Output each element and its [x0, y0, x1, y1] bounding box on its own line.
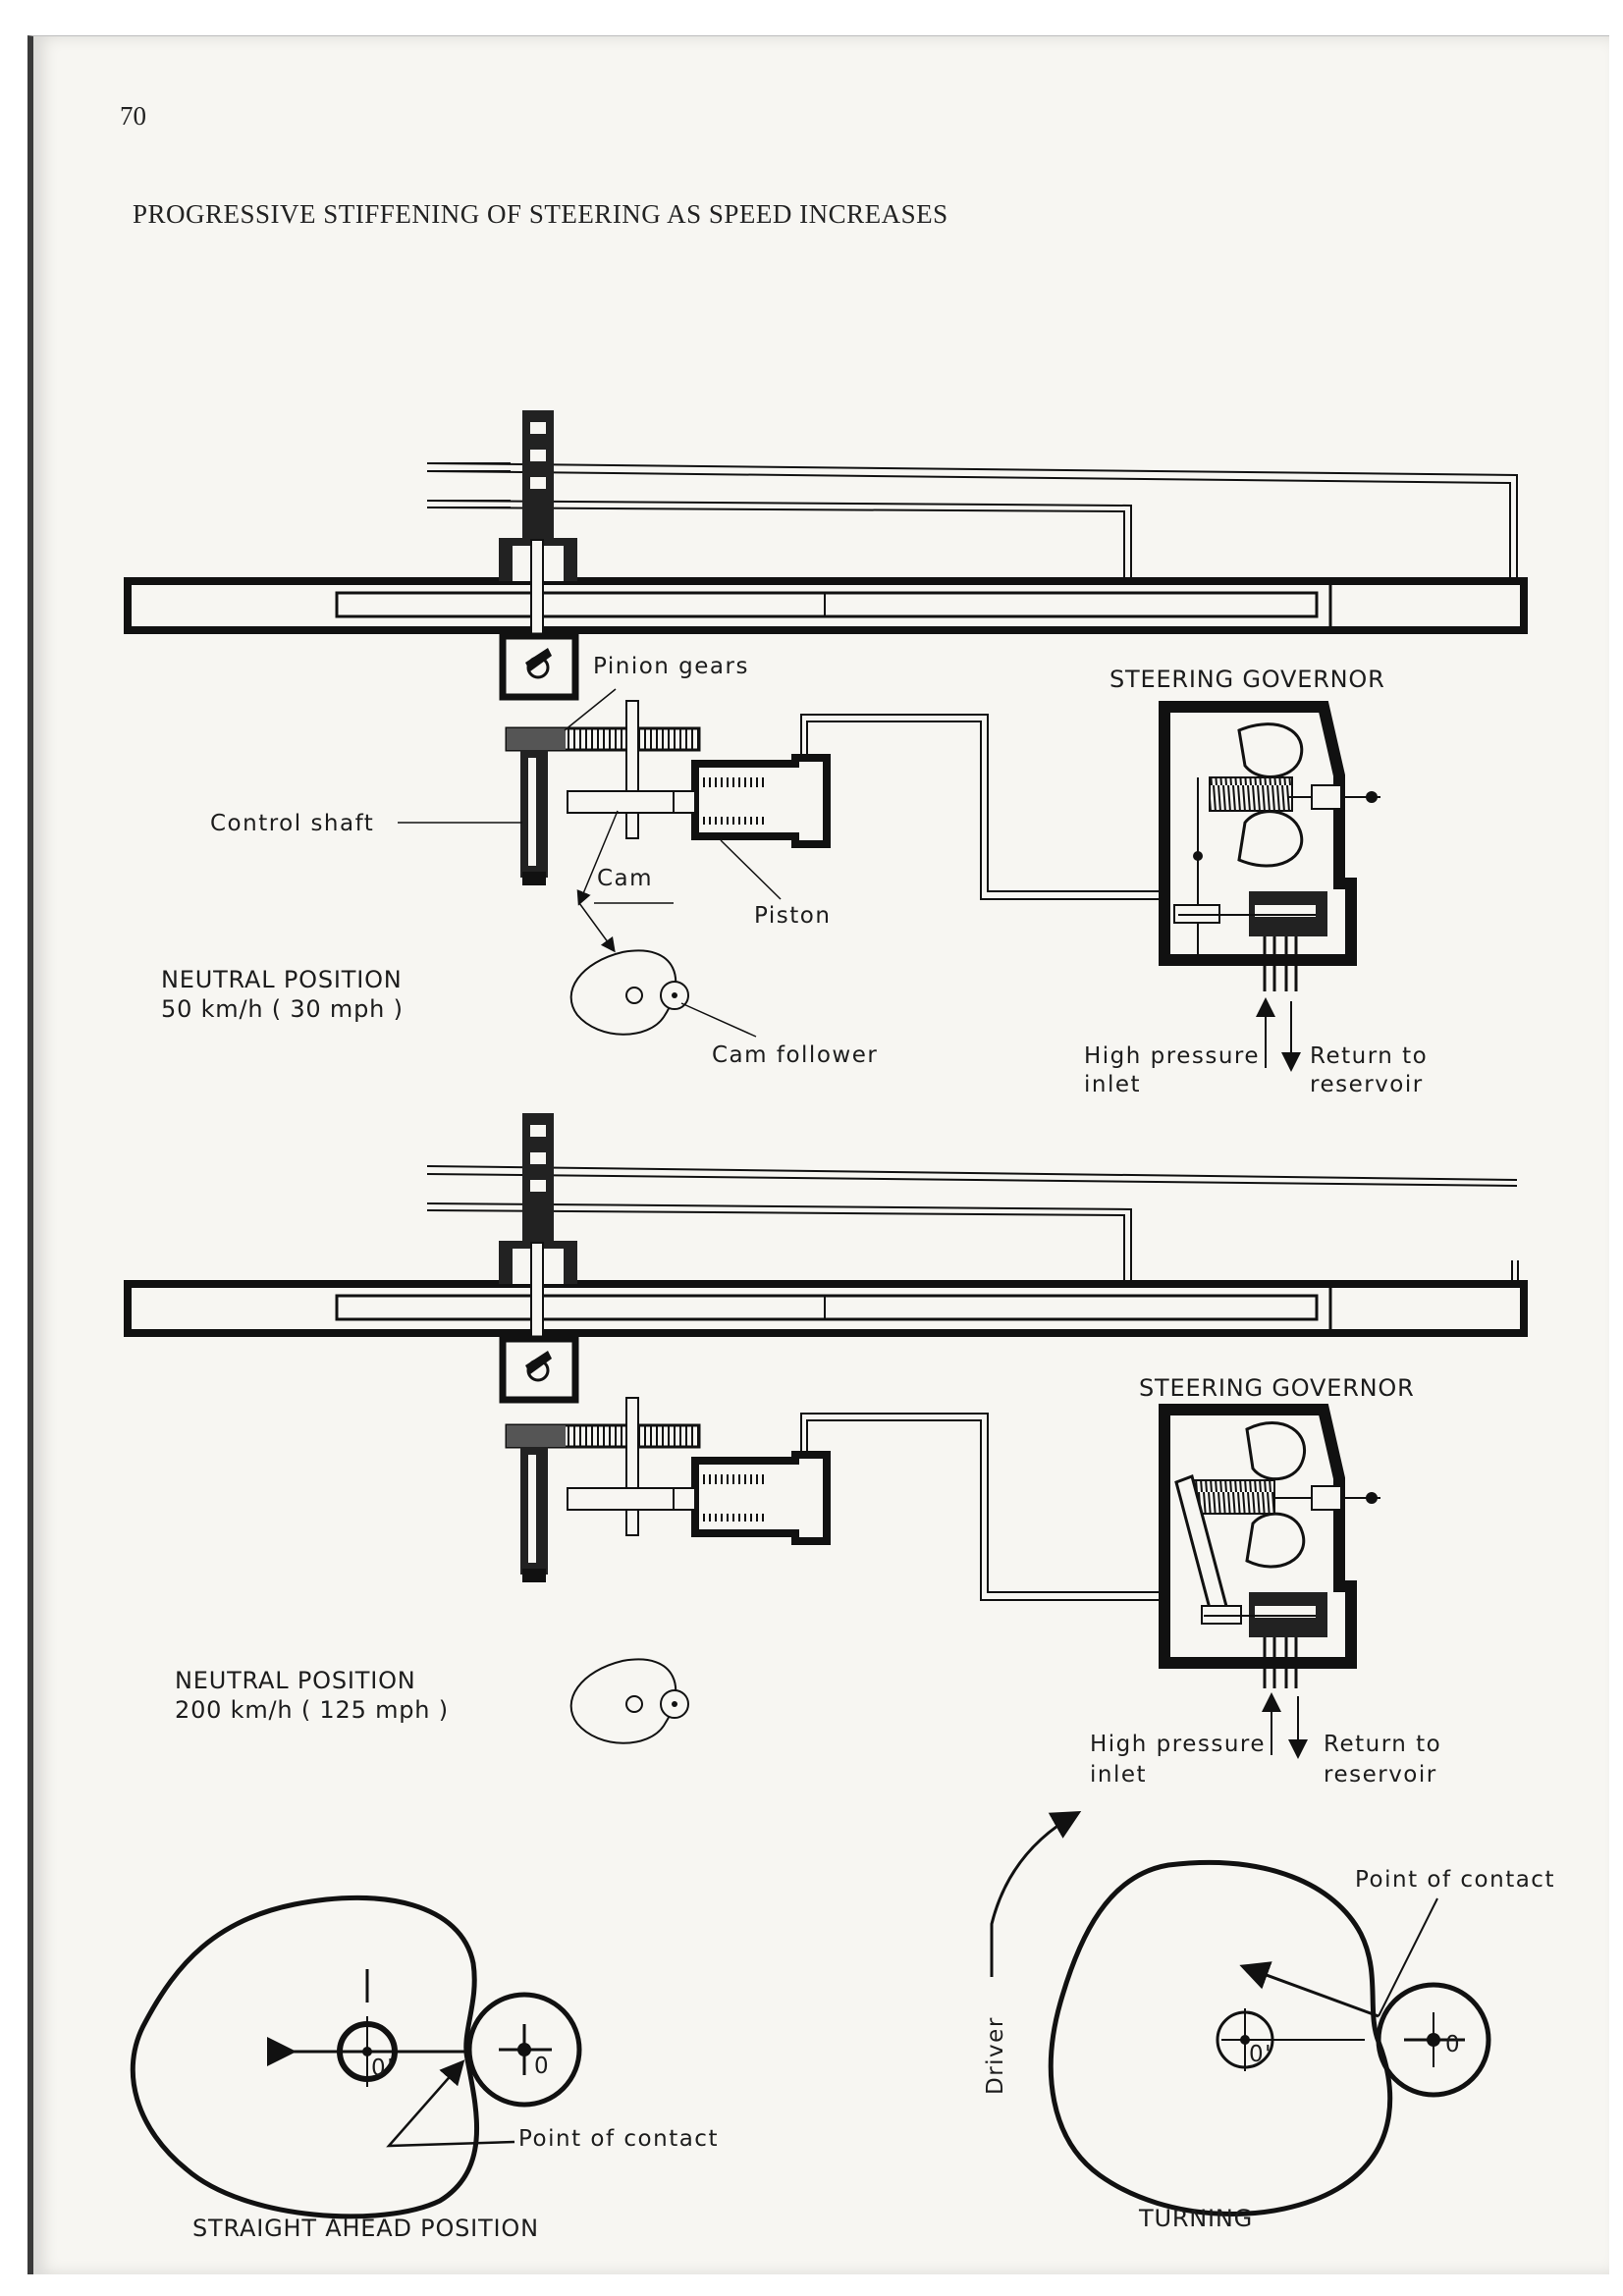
- governor-line: [800, 1413, 1178, 1593]
- return-label-2: reservoir: [1310, 1072, 1424, 1097]
- turning-diagram: 0' 0 Point of contact Driver TURNING: [983, 1811, 1555, 2232]
- cam-profile-small: [569, 1658, 677, 1744]
- cam-follower-large: [1376, 1982, 1491, 2098]
- position-caption: NEUTRAL POSITION: [161, 966, 403, 993]
- speed-caption: 200 km/h ( 125 mph ): [175, 1696, 449, 1724]
- piston-cylinder: [691, 1451, 831, 1545]
- pinion-gears-label: Pinion gears: [593, 654, 749, 679]
- turning-caption: TURNING: [1138, 2205, 1253, 2232]
- return-label: Return to: [1310, 1043, 1428, 1069]
- straight-ahead-diagram: 0' 0 Point of contact STRAIGHT AHEAD POS…: [130, 1895, 719, 2242]
- point-of-contact-label: Point of contact: [1355, 1867, 1555, 1893]
- high-pressure-label-2: inlet: [1090, 1762, 1147, 1788]
- page-number: 70: [120, 101, 146, 131]
- cam-center-label: 0': [1249, 2042, 1272, 2067]
- driver-arrow: [990, 1811, 1082, 1977]
- point-of-contact-label: Point of contact: [518, 2126, 719, 2152]
- high-pressure-label: High pressure: [1090, 1732, 1266, 1757]
- straight-ahead-caption: STRAIGHT AHEAD POSITION: [192, 2215, 539, 2242]
- cam-profile-small: [569, 949, 677, 1036]
- piston-label: Piston: [754, 903, 831, 929]
- contact-leader: [386, 2059, 515, 2148]
- driver-label: Driver: [983, 2016, 1008, 2095]
- steering-governor: [1159, 1404, 1380, 1688]
- contact-leader: [1378, 1897, 1438, 2017]
- governor-line: [800, 714, 1178, 892]
- rack-bar: [335, 1294, 1319, 1321]
- hydraulic-line: [426, 1165, 1518, 1181]
- cam-follower-label: Cam follower: [712, 1042, 878, 1068]
- cam-label: Cam: [597, 866, 653, 891]
- control-shaft-label: Control shaft: [210, 811, 374, 836]
- top-assembly: Pinion gears Control shaft Cam Piston Ca…: [124, 410, 1528, 1097]
- cam-plate: [567, 1487, 678, 1511]
- follower-center-label: 0: [1445, 2032, 1461, 2057]
- return-label-2: reservoir: [1324, 1762, 1437, 1788]
- rack-bar: [335, 591, 1319, 618]
- cam-axle: [625, 700, 639, 839]
- governor-title: STEERING GOVERNOR: [1109, 666, 1385, 693]
- page-title: PROGRESSIVE STIFFENING OF STEERING AS SP…: [133, 199, 948, 229]
- cam-follower-large: [466, 1992, 582, 2108]
- position-caption: NEUTRAL POSITION: [175, 1667, 416, 1694]
- high-pressure-label: High pressure: [1084, 1043, 1260, 1069]
- cam-plate: [567, 790, 678, 814]
- follower-center-label: 0: [534, 2054, 550, 2079]
- cam-profile-large: [130, 1895, 480, 2219]
- hydraulic-line: [426, 462, 1518, 581]
- steering-governor: [1159, 701, 1380, 991]
- high-pressure-label-2: inlet: [1084, 1072, 1141, 1097]
- speed-caption: 50 km/h ( 30 mph ): [161, 995, 404, 1023]
- middle-assembly: STEERING GOVERNOR High pressure inlet Re…: [124, 1113, 1528, 1788]
- piston-cylinder: [691, 754, 831, 848]
- cam-axle: [625, 1397, 639, 1536]
- book-page: [27, 35, 1609, 2274]
- governor-title: STEERING GOVERNOR: [1139, 1374, 1415, 1402]
- cam-profile-large: [1048, 1860, 1393, 2216]
- return-label: Return to: [1324, 1732, 1441, 1757]
- cam-center-label: 0': [371, 2056, 395, 2081]
